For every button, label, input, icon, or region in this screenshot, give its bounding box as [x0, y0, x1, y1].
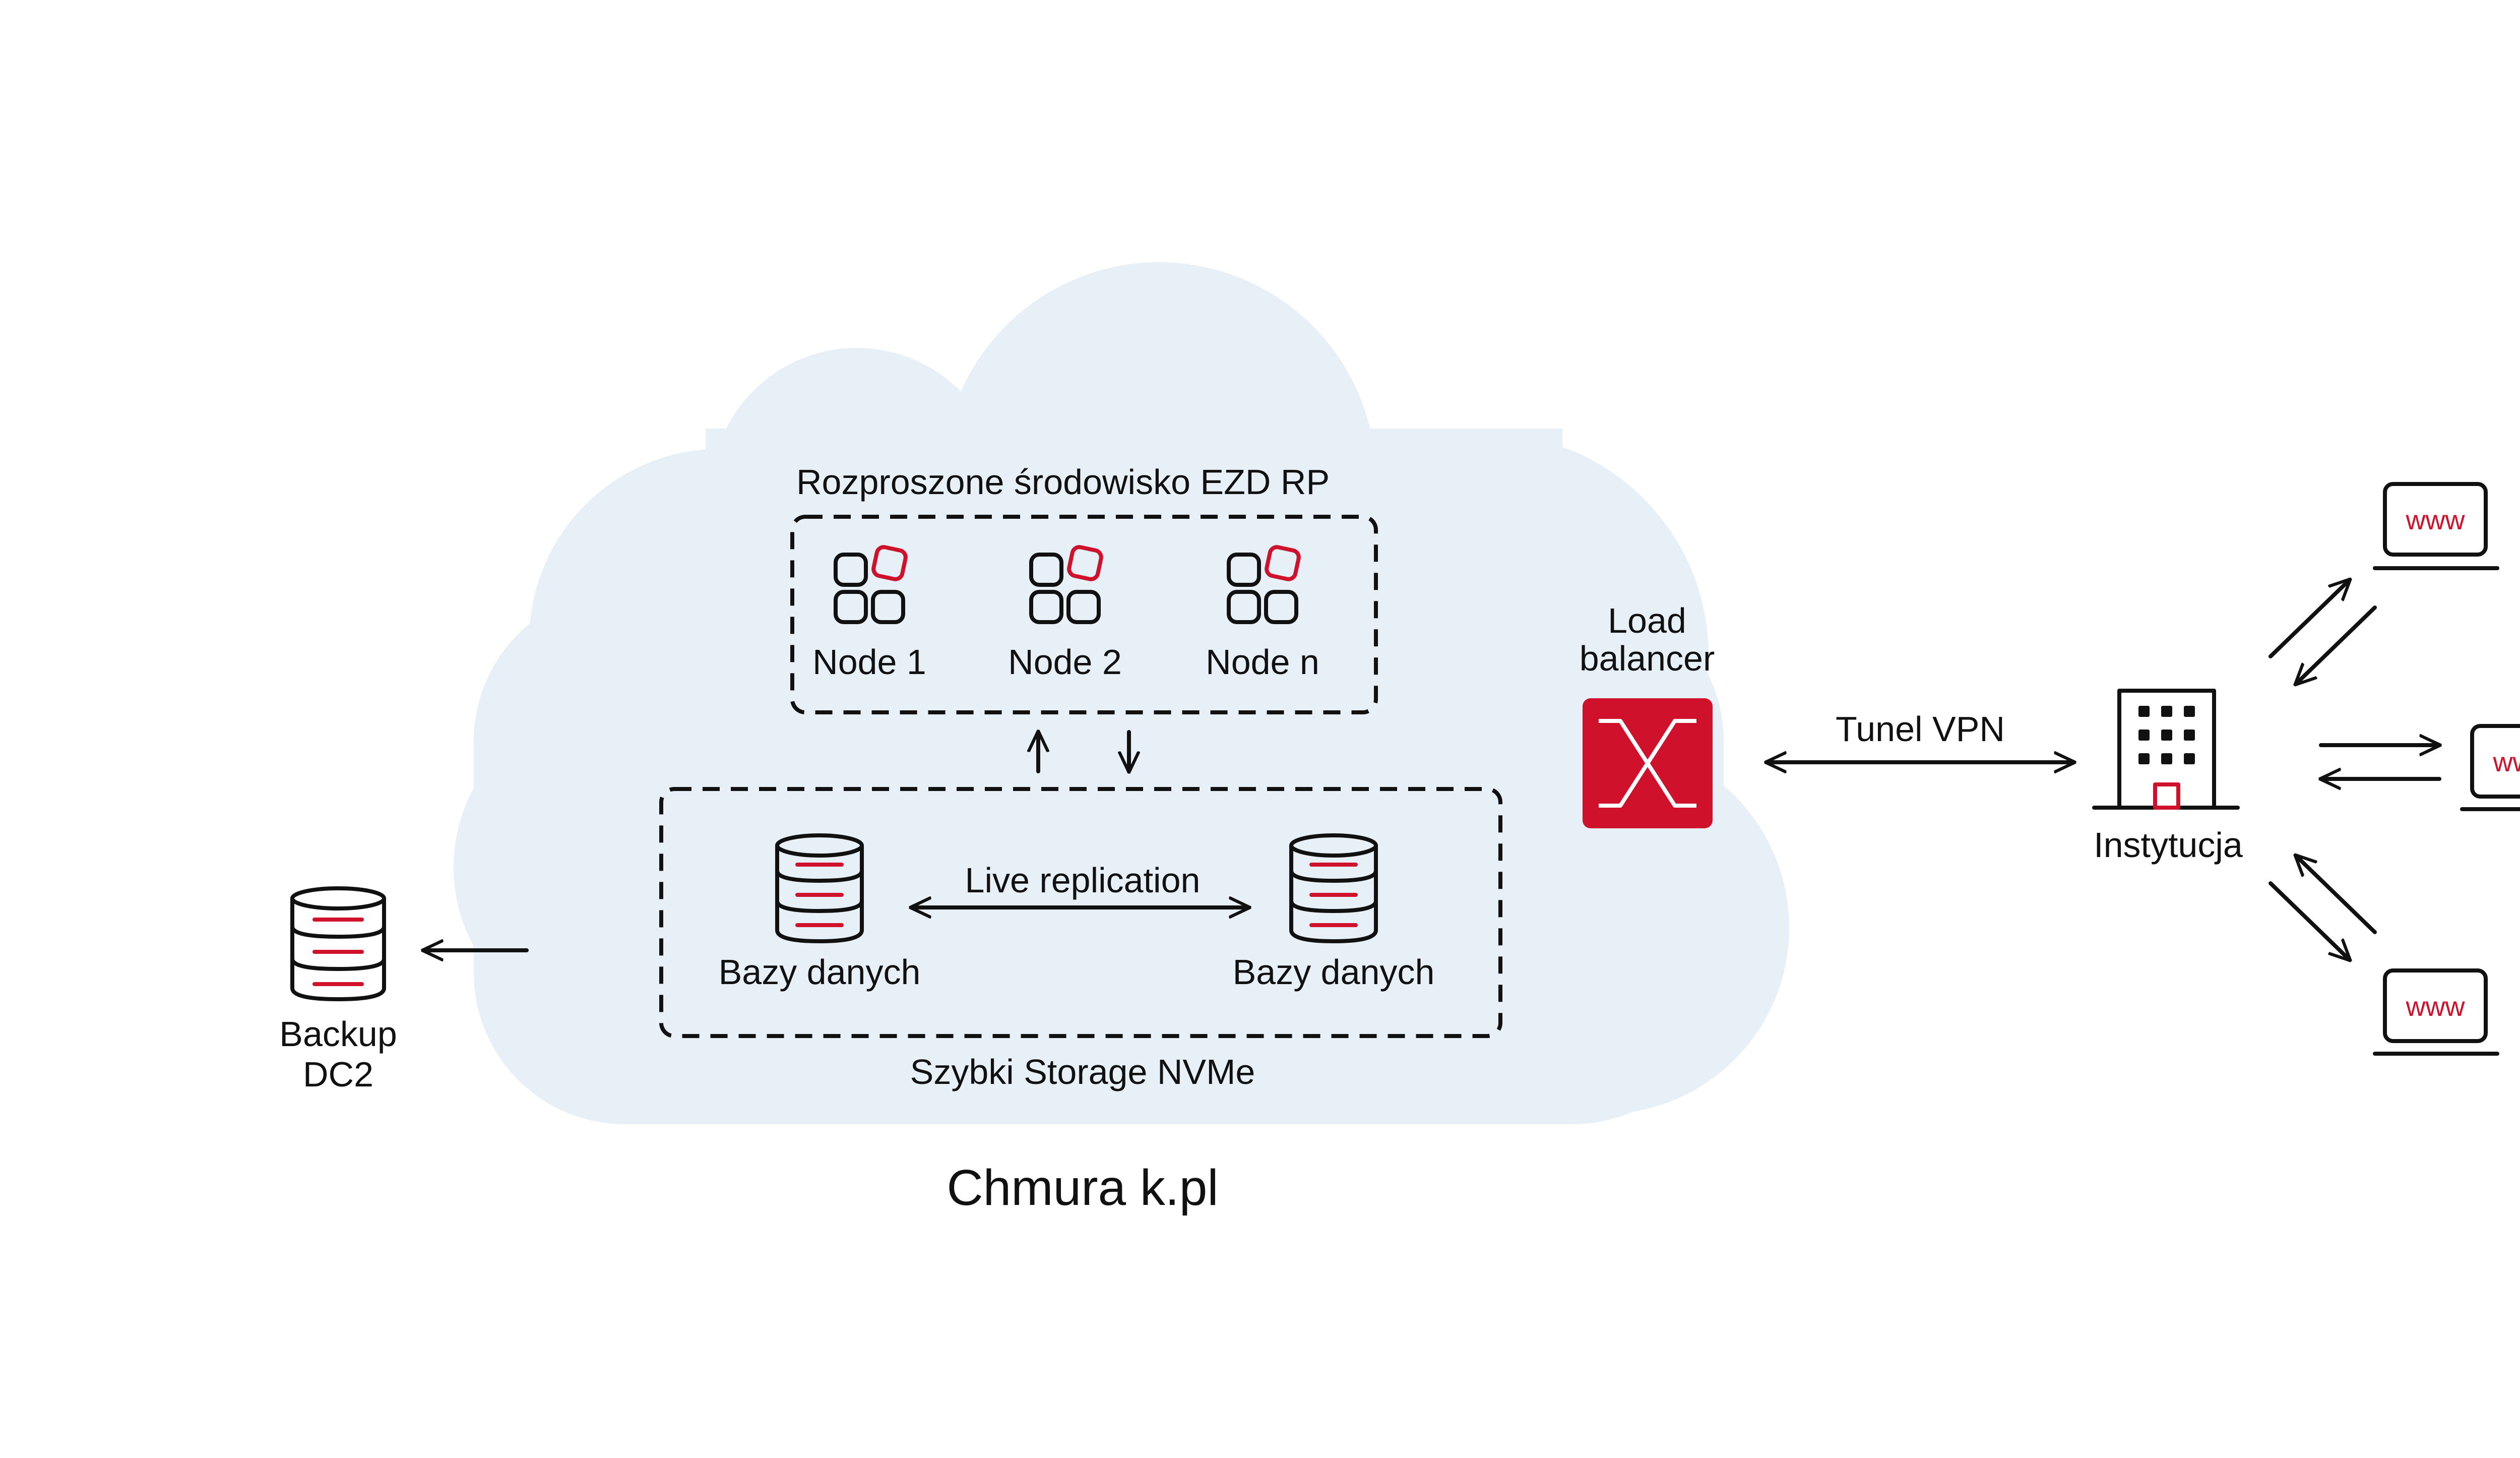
node-icon — [1227, 545, 1301, 624]
load-balancer-label-line1: Load — [1608, 601, 1686, 640]
database-label: Bazy danych — [719, 952, 921, 992]
storage-caption: Szybki Storage NVMe — [910, 1052, 1255, 1091]
building-icon — [2092, 689, 2240, 810]
node-label: Node n — [1206, 642, 1319, 682]
node-2: Node 2 — [1008, 545, 1122, 682]
backup-label-line2: DC2 — [303, 1055, 373, 1094]
node-1: Node 1 — [812, 545, 926, 682]
backup-dc2: Backup DC2 — [279, 886, 397, 1094]
database-icon — [290, 886, 386, 1001]
replication-label: Live replication — [965, 861, 1201, 900]
node-n: Node n — [1206, 545, 1319, 682]
client-laptop-3: www — [2373, 968, 2499, 1056]
institution-label: Instytucja — [2094, 825, 2243, 865]
database-icon — [775, 833, 864, 943]
backup-label-line1: Backup — [279, 1014, 397, 1054]
database-label: Bazy danych — [1233, 952, 1435, 992]
client-arrows-middle — [2321, 745, 2439, 779]
laptop-icon — [2373, 968, 2499, 1056]
node-label: Node 1 — [812, 642, 926, 682]
cluster-title: Rozproszone środowisko EZD RP — [796, 462, 1330, 502]
client-arrows-bottom — [2269, 856, 2377, 960]
database-left: Bazy danych — [719, 833, 921, 992]
load-balancer-icon — [1583, 698, 1713, 828]
database-icon — [1289, 833, 1378, 943]
www-label: www — [2406, 992, 2466, 1022]
node-icon — [834, 545, 908, 624]
laptop-icon — [2460, 724, 2520, 811]
www-label: www — [2493, 747, 2520, 777]
client-laptop-1: www — [2373, 482, 2499, 570]
institution: Instytucja — [2092, 689, 2243, 865]
node-label: Node 2 — [1008, 642, 1122, 682]
cluster-box — [790, 515, 1378, 714]
client-arrows-top — [2269, 580, 2377, 684]
laptop-icon — [2373, 482, 2499, 570]
vpn-label: Tunel VPN — [1836, 709, 2005, 749]
client-laptop-2: www — [2460, 724, 2520, 811]
storage-box — [659, 787, 1502, 1038]
load-balancer-label-line2: balancer — [1580, 639, 1715, 678]
node-icon — [1029, 545, 1103, 624]
www-label: www — [2406, 505, 2466, 535]
cloud-title: Chmura k.pl — [947, 1160, 1218, 1216]
database-right: Bazy danych — [1233, 833, 1435, 992]
cloud-shape — [454, 262, 1789, 1124]
